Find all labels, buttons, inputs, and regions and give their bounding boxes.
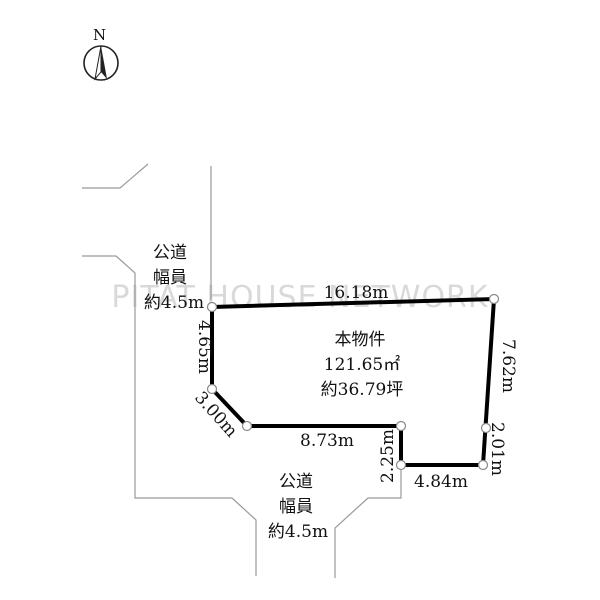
- road-lines: [82, 163, 402, 578]
- property-info: 本物件 121.65㎡ 約36.79坪: [321, 330, 404, 400]
- vertex-marker: [395, 459, 407, 471]
- road-name: 公道: [279, 472, 313, 492]
- vertex-marker: [206, 301, 218, 313]
- road-label-north-west: 公道 幅員 約4.5m: [144, 243, 204, 313]
- lot-outline: [210, 296, 497, 467]
- property-title: 本物件: [335, 330, 386, 350]
- watermark: PITAT HOUSE NETWORK: [111, 280, 488, 315]
- road-line-upper-left: [82, 163, 149, 189]
- road-width-value: 約4.5m: [144, 293, 204, 313]
- road-width-label: 幅員: [153, 268, 187, 288]
- vertex-marker: [477, 459, 489, 471]
- edge-south-west-length: 8.73m: [300, 431, 354, 451]
- vertex-markers: [206, 293, 500, 471]
- edge-notch-length: 2.25m: [378, 429, 398, 483]
- property-area-sqm: 121.65㎡: [324, 355, 400, 375]
- road-label-south: 公道 幅員 約4.5m: [268, 472, 328, 542]
- edge-north-length: 16.18m: [324, 283, 389, 303]
- vertex-marker: [395, 420, 407, 432]
- road-name: 公道: [153, 243, 187, 263]
- vertex-marker: [241, 420, 253, 432]
- vertex-marker: [488, 293, 500, 305]
- north-arrow-icon: N: [83, 26, 119, 81]
- vertex-marker: [480, 422, 492, 434]
- edge-south-east-length: 4.84m: [414, 472, 468, 492]
- road-width-label: 幅員: [279, 497, 313, 517]
- edge-west-length: 4.65m: [194, 320, 214, 374]
- road-line-left: [82, 255, 257, 576]
- edge-east-lower-length: 2.01m: [487, 422, 507, 476]
- north-label: N: [93, 26, 106, 44]
- road-line-south-right: [334, 464, 402, 578]
- vertex-marker: [206, 383, 218, 395]
- road-width-value: 約4.5m: [268, 522, 328, 542]
- edge-east-upper-length: 7.62m: [498, 339, 518, 393]
- property-area-tsubo: 約36.79坪: [321, 380, 404, 400]
